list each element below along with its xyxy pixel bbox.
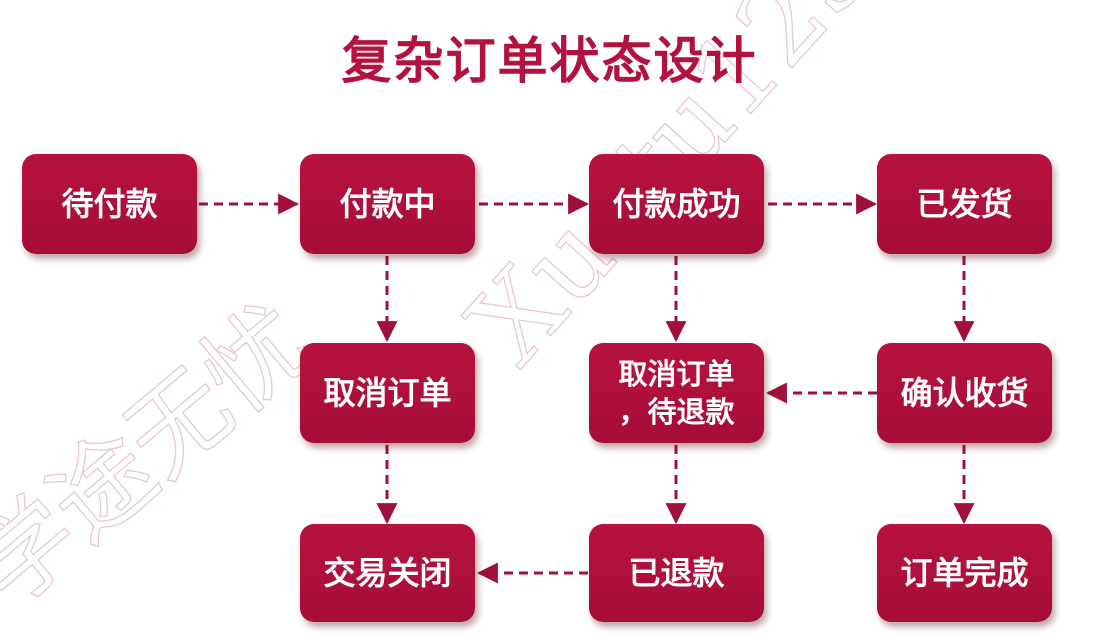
state-cancel-pending-refund-line2: ，待退款 bbox=[618, 395, 735, 429]
state-order-complete: 订单完成 bbox=[877, 524, 1052, 622]
state-paying: 付款中 bbox=[300, 154, 475, 254]
state-shipped: 已发货 bbox=[877, 154, 1052, 254]
state-shipped-label: 已发货 bbox=[916, 185, 1013, 223]
state-order-complete-label: 订单完成 bbox=[900, 554, 1029, 592]
state-cancel-order-label: 取消订单 bbox=[323, 374, 452, 412]
state-cancel-pending-refund-line1: 取消订单 bbox=[618, 357, 735, 391]
state-refunded-label: 已退款 bbox=[628, 554, 725, 592]
state-trade-closed: 交易关闭 bbox=[300, 524, 475, 622]
state-payment-success: 付款成功 bbox=[589, 154, 764, 254]
state-cancel-pending-refund: 取消订单 ，待退款 bbox=[589, 343, 764, 443]
state-paying-label: 付款中 bbox=[339, 185, 436, 223]
page-title: 复杂订单状态设计 bbox=[341, 32, 758, 90]
state-cancel-order: 取消订单 bbox=[300, 343, 475, 443]
state-refunded: 已退款 bbox=[589, 524, 764, 622]
state-trade-closed-label: 交易关闭 bbox=[323, 554, 452, 592]
state-pending-payment-label: 待付款 bbox=[61, 185, 158, 223]
state-confirm-receipt-label: 确认收货 bbox=[900, 374, 1029, 412]
state-pending-payment: 待付款 bbox=[22, 154, 197, 254]
state-payment-success-label: 付款成功 bbox=[612, 185, 741, 223]
state-confirm-receipt: 确认收货 bbox=[877, 343, 1052, 443]
